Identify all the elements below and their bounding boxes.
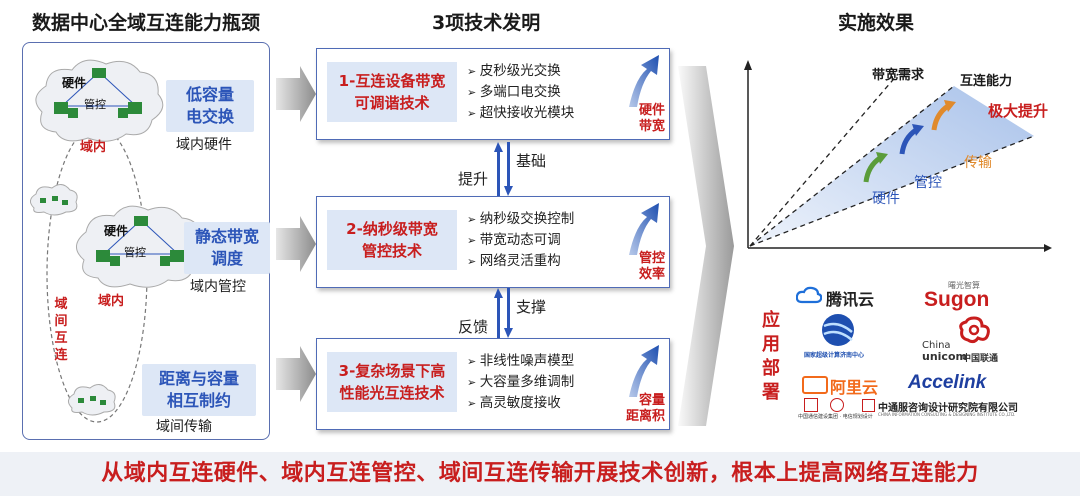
unicom-knot-icon: [959, 316, 990, 344]
app-label-char: 部: [762, 358, 780, 379]
inter-domain-label: 域间 互连: [54, 297, 68, 363]
cloud-2: [76, 205, 206, 288]
cicc-en-text: CHINA INFORMATION CONSULTING & DESIGNING…: [878, 412, 1016, 417]
app-label-char: 署: [762, 382, 780, 403]
rising-arrow-icon: [629, 55, 659, 107]
tech-3-item: 高灵敏度接收: [467, 393, 574, 414]
low-capacity-box: 低容量电交换: [166, 80, 254, 132]
link2-right-label: 支撑: [516, 298, 547, 316]
cloud2-domain-label: 域内: [98, 294, 125, 309]
tech-2-item: 网络灵活重构: [467, 251, 574, 272]
cloud2-hardware-tag: 硬件: [104, 224, 129, 238]
cicc-icon: [862, 399, 875, 412]
unicom-en-1: China: [922, 340, 951, 351]
tech-3-items: 非线性噪声模型 大容量多维调制 高灵敏度接收: [467, 351, 575, 414]
left-to-middle-arrows: [276, 66, 316, 402]
rising-arrow-icon: [629, 345, 659, 397]
link2-left-label: 反馈: [458, 318, 489, 336]
accelink-logo: Accelink: [908, 372, 987, 393]
intra-control-caption: 域内管控: [190, 279, 246, 295]
link-arrows-1: [494, 142, 513, 196]
tech-2-tag: 管控效率: [638, 251, 665, 282]
nsc-globe-icon: [822, 314, 854, 346]
transmission-arrow-icon: [931, 100, 956, 131]
tencent-cloud-icon: [796, 286, 822, 304]
unicom-cn: 中国联通: [962, 354, 999, 364]
small-cloud-2: [68, 384, 116, 416]
sugon-logo: Sugon: [924, 288, 990, 311]
conclusion-banner: 从域内互连硬件、域内互连管控、域间互连传输开展技术创新，根本上提高网络互连能力: [0, 452, 1080, 496]
tech-3-title: 3-复杂场景下高性能光互连技术: [327, 352, 457, 412]
tech-1-item: 皮秒级光交换: [467, 61, 574, 82]
aliyun-logo: 阿里云: [830, 378, 879, 397]
link-arrows-2: [494, 288, 513, 338]
nsc-logo-text: 国家超级计算济南中心: [804, 352, 865, 359]
aliyun-icon: [802, 376, 828, 394]
tech-3-item: 非线性噪声模型: [467, 351, 575, 372]
middle-column-title: 3项技术发明: [432, 12, 541, 34]
tech-1-item: 多端口电交换: [467, 82, 574, 103]
rising-arrow-icon: [629, 203, 659, 255]
hardware-arrow-icon: [863, 152, 888, 183]
left-column-title: 数据中心全域互连能力瓶颈: [32, 12, 261, 34]
cloud1-control-tag: 管控: [84, 98, 106, 111]
tech-2-item: 纳秒级交换控制: [467, 209, 575, 230]
tech-2-title: 2-纳秒级带宽管控技术: [327, 210, 457, 270]
cloud2-control-tag: 管控: [124, 246, 146, 259]
cloud-1: [35, 59, 164, 142]
app-label-char: 应: [762, 310, 780, 331]
network-clouds-graphic: [30, 59, 206, 423]
tech-3-item: 大容量多维调制: [467, 372, 575, 393]
huge-boost-label: 极大提升: [988, 102, 1049, 120]
unicom-en-2: unicom: [922, 350, 967, 363]
effect-chart: [744, 60, 1052, 252]
eplan-icon: [804, 398, 818, 412]
effect-control-label: 管控: [914, 175, 942, 191]
distance-capacity-box: 距离与容量相互制约: [142, 364, 256, 416]
tencent-cloud-logo: 腾讯云: [826, 290, 875, 309]
tech-1-title: 1-互连设备带宽可调谐技术: [327, 62, 457, 122]
effect-transmission-label: 传输: [964, 155, 992, 171]
right-column-title: 实施效果: [838, 12, 915, 34]
tech-1-tag: 硬件带宽: [638, 103, 665, 134]
link1-right-label: 基础: [516, 152, 547, 170]
control-arrow-icon: [899, 124, 924, 155]
tech-1-items: 皮秒级光交换 多端口电交换 超快接收光模块: [467, 61, 575, 124]
tech-2-items: 纳秒级交换控制 带宽动态可调 网络灵活重构: [467, 209, 575, 272]
inter-transmission-caption: 域间传输: [156, 419, 212, 435]
eplan-icon: [830, 398, 844, 412]
tech-2-item: 带宽动态可调: [467, 230, 574, 251]
tech-1-item: 超快接收光模块: [467, 103, 575, 124]
static-bandwidth-box: 静态带宽调度: [184, 222, 270, 274]
sugon-small-text: 曙光智算: [948, 281, 980, 290]
interconnect-ability-label: 互连能力: [960, 74, 1013, 89]
small-cloud-1: [30, 184, 78, 216]
cicc-logo: 中通服咨询设计研究院有限公司: [878, 403, 1018, 414]
app-label-char: 用: [762, 334, 780, 355]
intra-hardware-caption: 域内硬件: [176, 137, 232, 153]
bandwidth-demand-label: 带宽需求: [872, 68, 925, 83]
tech-3-tag: 容量距离积: [625, 393, 665, 424]
cloud1-hardware-tag: 硬件: [62, 76, 87, 90]
cloud1-domain-label: 域内: [80, 140, 107, 155]
effect-hardware-label: 硬件: [872, 191, 900, 207]
link1-left-label: 提升: [458, 170, 489, 188]
middle-to-right-chevron: [678, 66, 734, 426]
eplan-logo-text: 中国通信建设集团 · 电信规划设计: [798, 414, 873, 420]
